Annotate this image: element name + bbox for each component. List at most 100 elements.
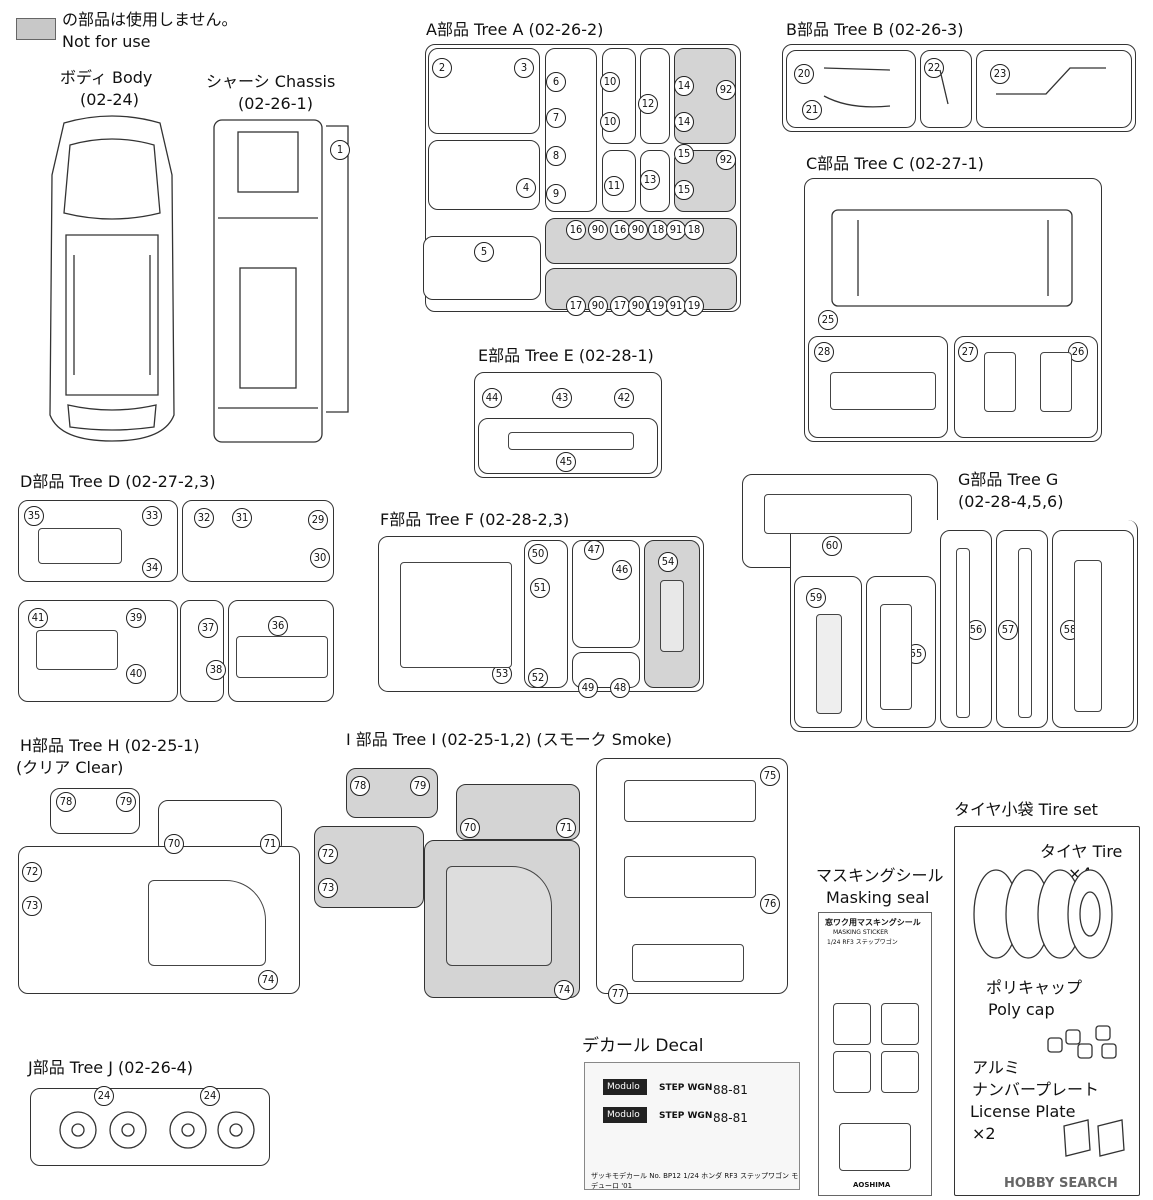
part-number: 29 — [308, 510, 328, 530]
part-number: 60 — [822, 536, 842, 556]
mask-piece — [881, 1051, 919, 1093]
part-number: 37 — [198, 618, 218, 638]
decal-brand-b: Modulo — [603, 1107, 647, 1123]
part-number: 24 — [94, 1086, 114, 1106]
part-number: 14 — [674, 112, 694, 132]
side-skirt-part — [956, 548, 970, 718]
part-number: 73 — [22, 896, 42, 916]
tree-i-cell-unused — [314, 826, 424, 908]
plate-label-en: License Plate — [970, 1102, 1076, 1121]
tree-j-title: J部品 Tree J (02-26-4) — [28, 1058, 193, 1077]
part-number: 77 — [608, 984, 628, 1004]
part-number: 23 — [990, 64, 1010, 84]
hobby-search-watermark: HOBBY SEARCH — [1004, 1176, 1118, 1191]
seat-part — [1040, 352, 1072, 412]
tireset-title: タイヤ小袋 Tire set — [954, 800, 1098, 819]
part-number: 79 — [116, 792, 136, 812]
part-number: 45 — [556, 452, 576, 472]
part-number: 16 — [566, 220, 586, 240]
window-part — [624, 780, 756, 822]
part-number: 19 — [684, 296, 704, 316]
tree-f-cell — [524, 540, 568, 688]
tree-d-cell — [180, 600, 224, 702]
part-number: 40 — [126, 664, 146, 684]
plate-label-jp1: アルミ — [972, 1058, 1020, 1077]
part-number: 15 — [674, 180, 694, 200]
part-number: 18 — [684, 220, 704, 240]
part-number: 90 — [628, 220, 648, 240]
masking-title-en: Masking seal — [826, 888, 930, 907]
part-number: 46 — [612, 560, 632, 580]
part-number: 16 — [610, 220, 630, 240]
tree-f-cell — [572, 540, 640, 648]
part-number: 19 — [648, 296, 668, 316]
part-number: 24 — [200, 1086, 220, 1106]
part-number: 91 — [666, 220, 686, 240]
plate-qty: ×2 — [972, 1124, 996, 1143]
part-number: 34 — [142, 558, 162, 578]
grille-part — [660, 580, 684, 652]
console-part — [38, 528, 122, 564]
part-number: 39 — [126, 608, 146, 628]
part-number: 4 — [516, 178, 536, 198]
part-number: 76 — [760, 894, 780, 914]
part-number: 35 — [24, 506, 44, 526]
part-number: 36 — [268, 616, 288, 636]
masking-sheet-sub1: MASKING STICKER — [833, 929, 889, 936]
part-number: 44 — [482, 388, 502, 408]
polycap-label-en: Poly cap — [988, 1000, 1055, 1019]
tree-f-title: F部品 Tree F (02-28-2,3) — [380, 510, 570, 529]
license-plate-drawing — [1063, 1119, 1125, 1157]
bumper-part — [764, 494, 912, 534]
tree-e-title: E部品 Tree E (02-28-1) — [478, 346, 654, 365]
chassis-drawing — [213, 119, 349, 443]
grille-part — [508, 432, 634, 450]
part-number: 90 — [588, 220, 608, 240]
side-skirt-part — [1018, 548, 1032, 718]
part-number: 70 — [460, 818, 480, 838]
tree-h-title: H部品 Tree H (02-25-1) — [20, 736, 200, 755]
plate-label-jp2: ナンバープレート — [972, 1080, 1100, 1099]
masking-sheet: 窓ワク用マスキングシール MASKING STICKER 1/24 RF3 ステ… — [818, 912, 932, 1196]
decal-sheet: Modulo Modulo STEP WGN STEP WGN 88-81 88… — [584, 1062, 800, 1190]
part-number: 17 — [566, 296, 586, 316]
part-number: 74 — [258, 970, 278, 990]
masking-sheet-title: 窓ワク用マスキングシール — [825, 918, 921, 927]
part-number: 15 — [674, 144, 694, 164]
part-number: 59 — [806, 588, 826, 608]
part-number: 5 — [474, 242, 494, 262]
part-number: 75 — [760, 766, 780, 786]
window-part — [632, 944, 744, 982]
body-drawing — [49, 115, 175, 442]
windshield-part — [148, 880, 266, 966]
masking-title-jp: マスキングシール — [816, 866, 944, 885]
part-number: 30 — [310, 548, 330, 568]
part-number: 33 — [142, 506, 162, 526]
part-number: 72 — [318, 844, 338, 864]
part-number: 11 — [604, 176, 624, 196]
part-number: 27 — [958, 342, 978, 362]
part-number: 73 — [318, 878, 338, 898]
part-number: 57 — [998, 620, 1018, 640]
part-number: 9 — [546, 184, 566, 204]
grille-part — [816, 614, 842, 714]
part-number: 78 — [350, 776, 370, 796]
part-number: 78 — [56, 792, 76, 812]
tree-c-title: C部品 Tree C (02-27-1) — [806, 154, 984, 173]
masking-maker: AOSHIMA — [853, 1181, 891, 1189]
part-number: 32 — [194, 508, 214, 528]
part-number: 20 — [794, 64, 814, 84]
tailgate-part — [400, 562, 512, 668]
part-number: 41 — [28, 608, 48, 628]
seat-part — [984, 352, 1016, 412]
part-number: 71 — [260, 834, 280, 854]
console-part — [36, 630, 118, 670]
part-number: 48 — [610, 678, 630, 698]
part-number: 28 — [814, 342, 834, 362]
part-number: 72 — [22, 862, 42, 882]
part-number: 47 — [584, 540, 604, 560]
tree-h-sub: (クリア Clear) — [16, 758, 124, 777]
spoiler-part — [880, 604, 912, 710]
chassis-code: (02-26-1) — [238, 94, 313, 113]
polycap-label-jp: ポリキャップ — [986, 978, 1083, 997]
